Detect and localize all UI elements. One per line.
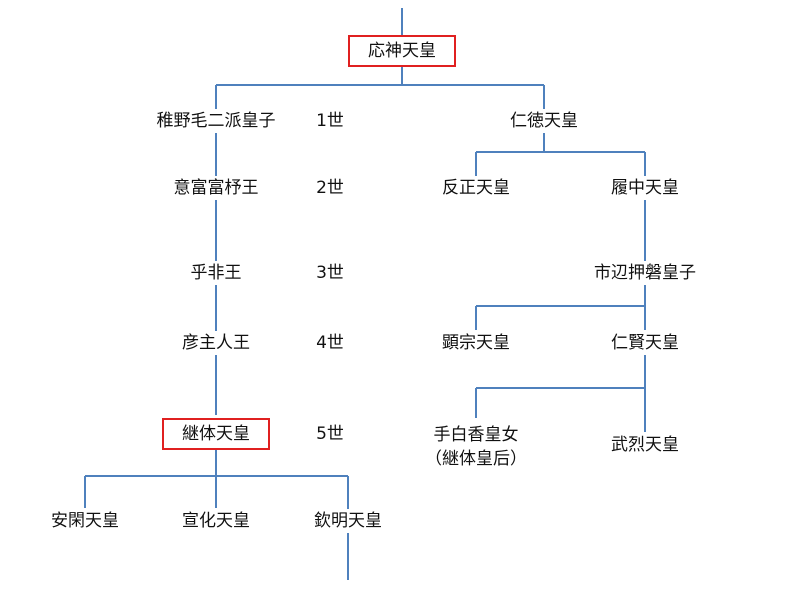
node-senka: 宣化天皇 [178, 509, 254, 533]
generation-label-5: 5世 [316, 424, 344, 444]
node-ohi: 乎非王 [186, 261, 246, 285]
node-kenzo: 顕宗天皇 [438, 331, 514, 355]
node-ninken: 仁賢天皇 [607, 331, 683, 355]
node-richu: 履中天皇 [607, 176, 683, 200]
node-hikoushi: 彦主人王 [178, 331, 254, 355]
node-keitai: 継体天皇 [162, 418, 270, 450]
node-tashiraka-name: 手白香皇女 [433, 425, 519, 445]
generation-label-2: 2世 [316, 178, 344, 198]
node-tashiraka: 手白香皇女 （継体皇后） [421, 422, 531, 472]
generation-label-1: 1世 [316, 111, 344, 131]
node-buretsu: 武烈天皇 [607, 433, 683, 457]
generation-label-4: 4世 [316, 333, 344, 353]
generation-label-3: 3世 [316, 263, 344, 283]
node-hanzei: 反正天皇 [438, 176, 514, 200]
node-wakanuke: 稚野毛二派皇子 [152, 109, 280, 133]
node-tashiraka-note: （継体皇后） [425, 449, 527, 469]
node-ohoho: 意富富杼王 [169, 176, 263, 200]
node-nintoku: 仁徳天皇 [506, 109, 582, 133]
node-ichinobe: 市辺押磐皇子 [590, 261, 700, 285]
node-ankan: 安閑天皇 [47, 509, 123, 533]
node-kinmei: 欽明天皇 [310, 509, 386, 533]
node-ojin: 応神天皇 [348, 35, 456, 67]
